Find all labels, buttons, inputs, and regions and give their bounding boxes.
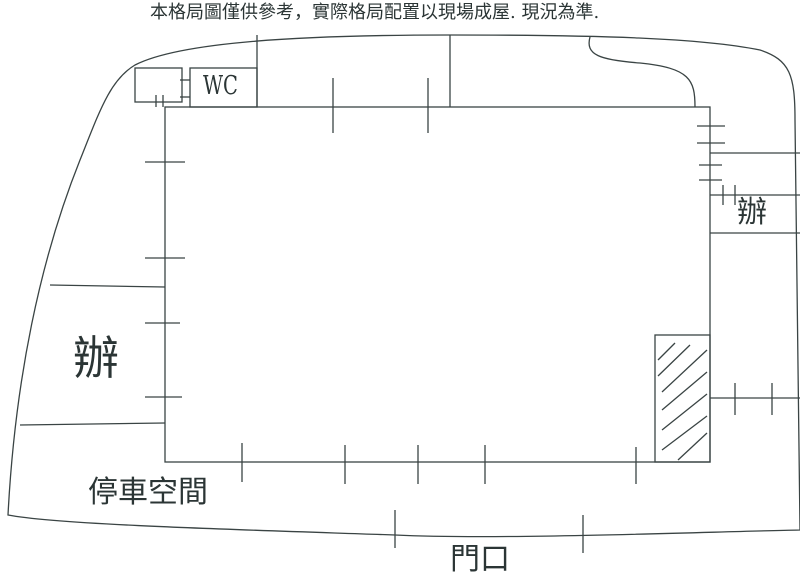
entrance-label: 門口 bbox=[450, 542, 510, 577]
office-right-label: 辦 bbox=[737, 195, 767, 230]
wc-label: WC bbox=[203, 71, 238, 101]
hatched-area bbox=[654, 334, 711, 463]
hatch-lines bbox=[657, 342, 708, 461]
main-building bbox=[164, 106, 711, 463]
storage-room bbox=[134, 67, 183, 103]
disclaimer-text: 本格局圖僅供參考，實際格局配置以現場成屋. 現況為準. bbox=[150, 2, 600, 23]
office-left-label: 辦 bbox=[73, 331, 119, 385]
wall-ticks bbox=[145, 78, 736, 553]
parking-label: 停車空間 bbox=[88, 475, 208, 510]
